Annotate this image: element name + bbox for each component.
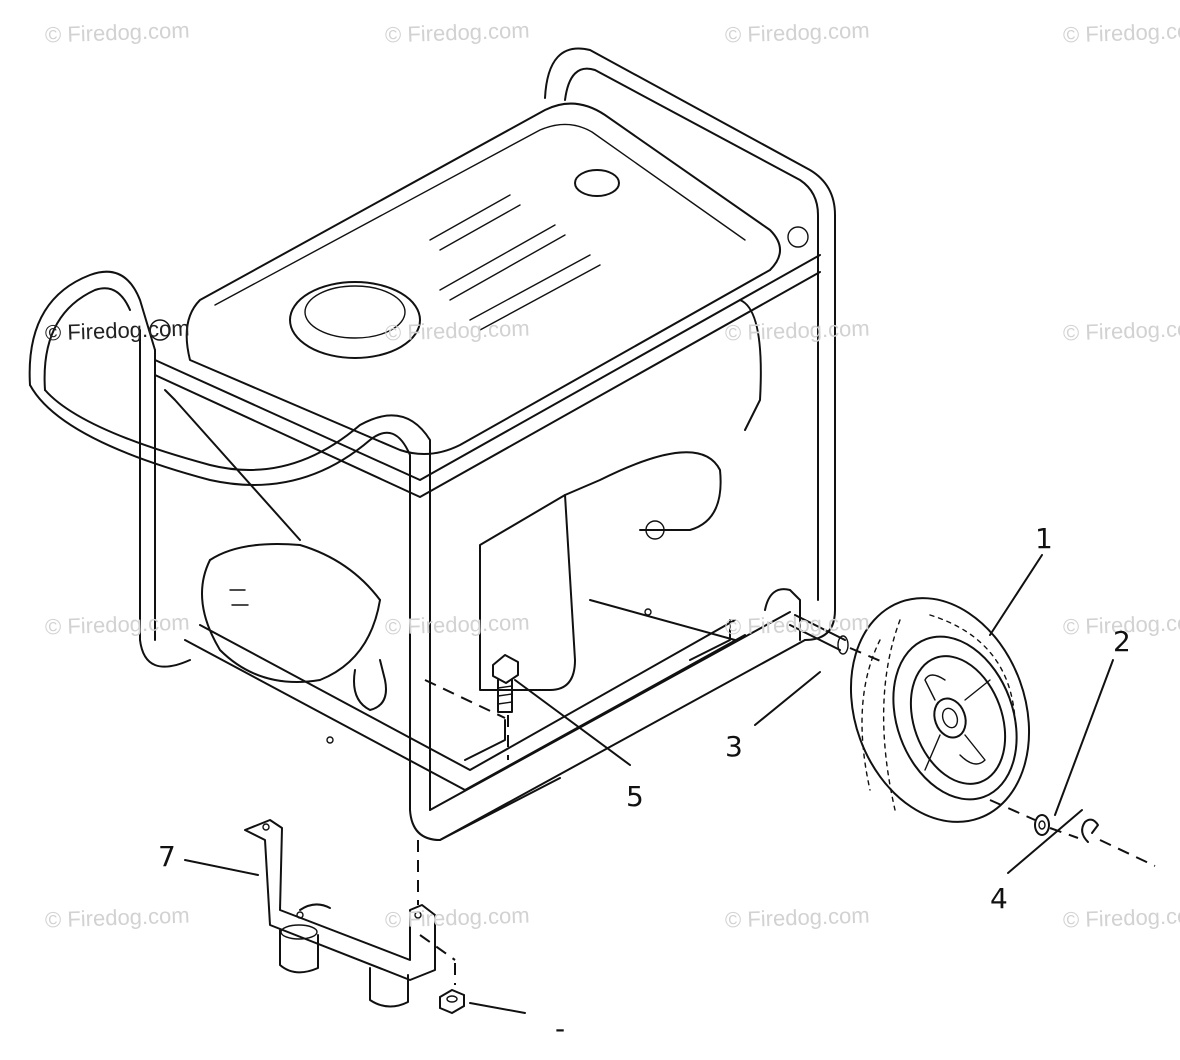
watermark-text: © Firedog.com — [44, 17, 190, 48]
watermark-text: © Firedog.com — [724, 902, 870, 933]
wheel-part-1 — [849, 597, 1031, 823]
watermark-text: © Firedog.com — [724, 315, 870, 346]
callout-label-1: 1 — [1035, 522, 1053, 555]
watermark-text: © Firedog.com — [44, 902, 190, 933]
watermark-text: © Firedog.com — [384, 315, 530, 346]
watermark-text: © Firedog.com — [384, 17, 530, 48]
base-plate — [184, 599, 746, 791]
axle-part-3 — [789, 614, 886, 664]
bolt-part-5 — [424, 654, 519, 760]
mounting-bracket-part-7 — [244, 819, 456, 1008]
callout-label-5: 5 — [626, 780, 644, 813]
callout-label-6: - — [555, 1012, 566, 1045]
watermark-text: © Firedog.com — [1062, 17, 1180, 48]
tube-frame — [28, 47, 836, 841]
fuel-tank — [149, 102, 809, 455]
watermark-text: © Firedog.com — [1062, 902, 1180, 933]
watermark-text: © Firedog.com — [384, 902, 530, 933]
watermark-text: © Firedog.com — [384, 609, 530, 640]
watermark-text: © Firedog.com — [44, 609, 190, 640]
e-clip-part-4 — [1049, 818, 1156, 867]
callout-label-2: 2 — [1113, 625, 1131, 658]
frame-rails — [154, 254, 821, 498]
watermark-text: © Firedog.com — [1062, 315, 1180, 346]
callout-label-4: 4 — [990, 882, 1008, 915]
callout-label-7: 7 — [158, 840, 176, 873]
nut-part-6 — [439, 988, 465, 1015]
watermark-text: © Firedog.com — [724, 609, 870, 640]
engine-block — [164, 299, 762, 711]
callout-label-3: 3 — [725, 730, 743, 763]
watermark-text: © Firedog.com — [724, 17, 870, 48]
washer-part-2 — [989, 799, 1050, 836]
watermark-text: © Firedog.com — [44, 315, 190, 346]
leader-lines — [184, 554, 1114, 1014]
